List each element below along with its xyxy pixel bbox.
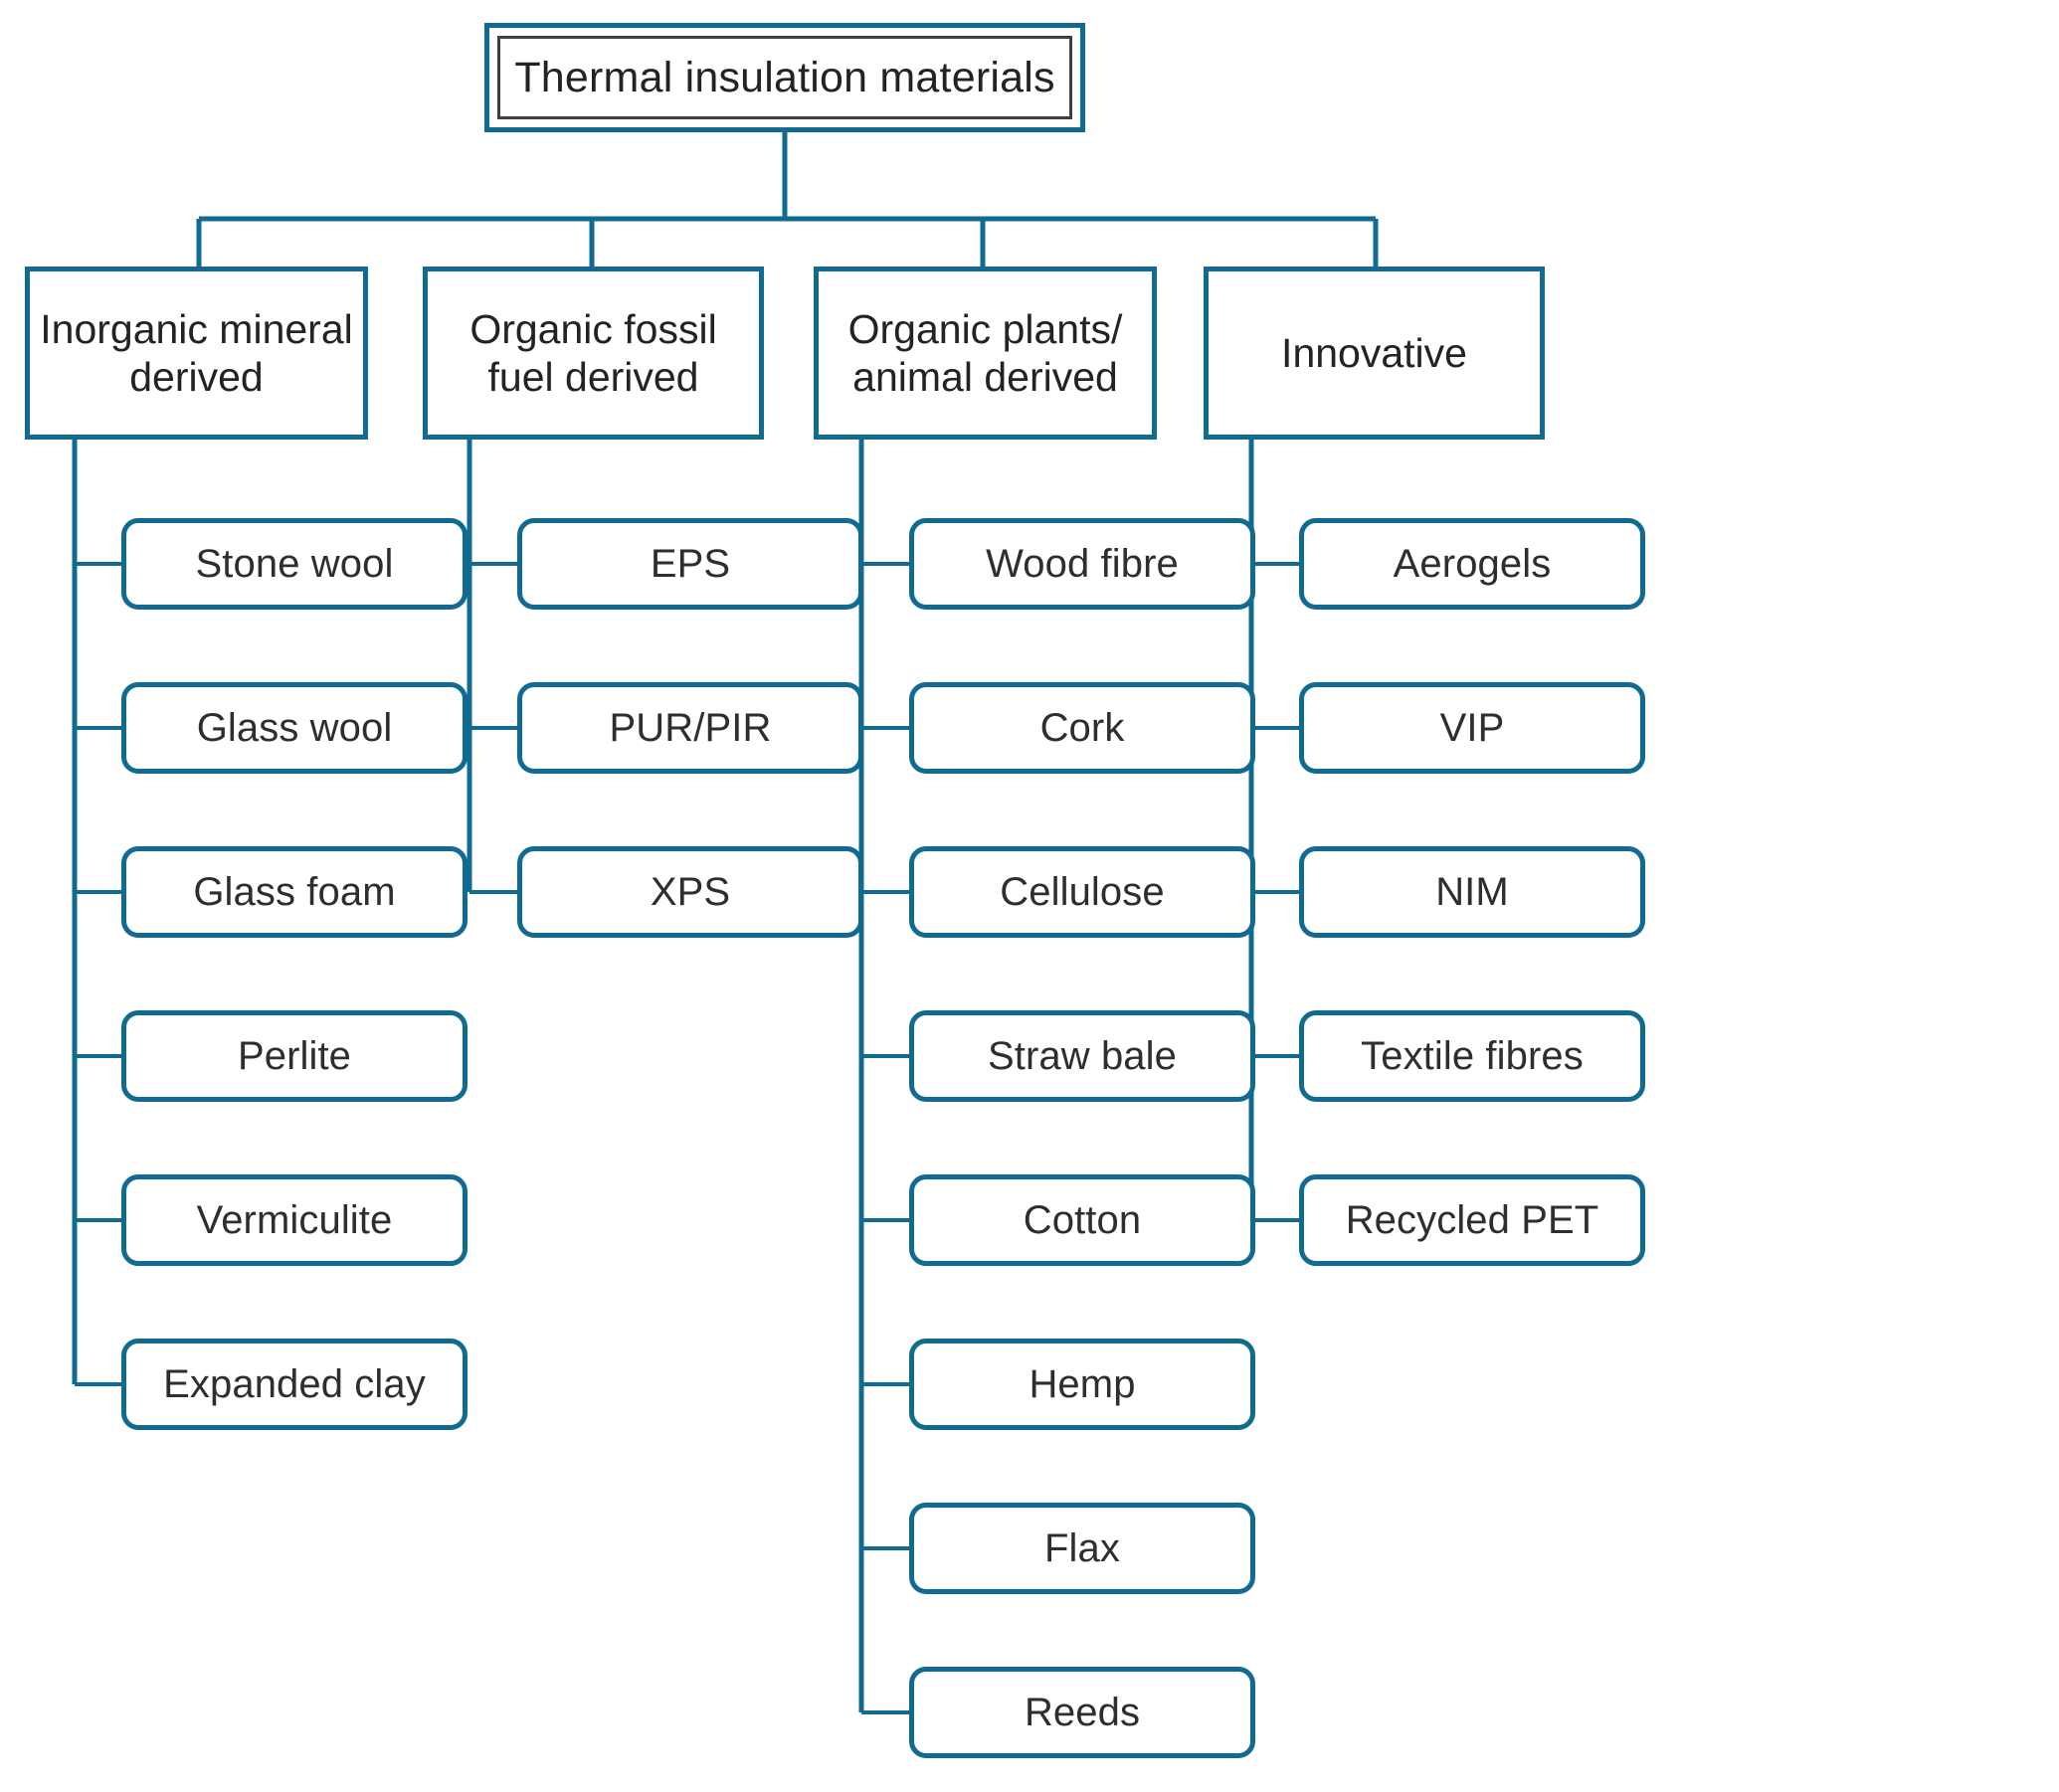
leaf-node-label: Textile fibres [1361, 1033, 1584, 1078]
leaf-node[interactable]: Reeds [909, 1667, 1255, 1758]
leaf-node[interactable]: Glass wool [121, 682, 468, 774]
leaf-node[interactable]: Cotton [909, 1174, 1255, 1266]
leaf-node[interactable]: Cellulose [909, 846, 1255, 938]
leaf-node-label: Reeds [1024, 1690, 1141, 1734]
leaf-node[interactable]: NIM [1299, 846, 1645, 938]
leaf-node-label: XPS [650, 869, 731, 914]
leaf-node-label: Stone wool [195, 541, 394, 586]
leaf-node-label: Perlite [237, 1033, 352, 1078]
leaf-node[interactable]: Expanded clay [121, 1339, 468, 1430]
leaf-node-label: Straw bale [988, 1033, 1177, 1078]
category-node-organic-fossil-fuel-derived[interactable]: Organic fossil fuel derived [423, 267, 764, 440]
category-node-inorganic-mineral-derived[interactable]: Inorganic mineral derived [25, 267, 368, 440]
leaf-node[interactable]: Cork [909, 682, 1255, 774]
leaf-node-label: Recycled PET [1345, 1197, 1599, 1242]
category-node-label: Innovative [1281, 329, 1467, 376]
category-node-innovative[interactable]: Innovative [1204, 267, 1545, 440]
leaf-node-label: Glass foam [193, 869, 396, 914]
leaf-node-label: VIP [1439, 705, 1505, 750]
leaf-node[interactable]: Flax [909, 1503, 1255, 1594]
root-node-inner-frame: Thermal insulation materials [497, 36, 1072, 119]
leaf-node-label: NIM [1435, 869, 1509, 914]
leaf-node[interactable]: EPS [517, 518, 863, 610]
leaf-node-label: Expanded clay [163, 1361, 426, 1406]
category-node-label: Organic plants/ animal derived [847, 305, 1123, 400]
leaf-node-label: PUR/PIR [609, 705, 772, 750]
leaf-node-label: EPS [650, 541, 731, 586]
leaf-node[interactable]: Straw bale [909, 1010, 1255, 1102]
leaf-node[interactable]: Wood fibre [909, 518, 1255, 610]
category-node-label: Organic fossil fuel derived [469, 305, 717, 400]
category-node-organic-plants-animal-derived[interactable]: Organic plants/ animal derived [814, 267, 1157, 440]
leaf-node[interactable]: Glass foam [121, 846, 468, 938]
category-node-label: Inorganic mineral derived [40, 305, 353, 400]
leaf-node-label: Cellulose [1000, 869, 1165, 914]
leaf-node[interactable]: Recycled PET [1299, 1174, 1645, 1266]
leaf-node-label: Vermiculite [196, 1197, 393, 1242]
leaf-node-label: Flax [1044, 1525, 1120, 1570]
root-node-label: Thermal insulation materials [514, 53, 1055, 101]
leaf-node-label: Aerogels [1393, 541, 1552, 586]
leaf-node[interactable]: Vermiculite [121, 1174, 468, 1266]
leaf-node[interactable]: VIP [1299, 682, 1645, 774]
leaf-node-label: Cotton [1023, 1197, 1142, 1242]
leaf-node-label: Cork [1039, 705, 1125, 750]
leaf-node[interactable]: Aerogels [1299, 518, 1645, 610]
leaf-node[interactable]: Perlite [121, 1010, 468, 1102]
leaf-node[interactable]: PUR/PIR [517, 682, 863, 774]
root-node[interactable]: Thermal insulation materials [484, 23, 1085, 132]
leaf-node[interactable]: XPS [517, 846, 863, 938]
leaf-node[interactable]: Stone wool [121, 518, 468, 610]
leaf-node-label: Wood fibre [986, 541, 1179, 586]
leaf-node-label: Hemp [1029, 1361, 1136, 1406]
leaf-node-label: Glass wool [196, 705, 393, 750]
leaf-node[interactable]: Hemp [909, 1339, 1255, 1430]
leaf-node[interactable]: Textile fibres [1299, 1010, 1645, 1102]
